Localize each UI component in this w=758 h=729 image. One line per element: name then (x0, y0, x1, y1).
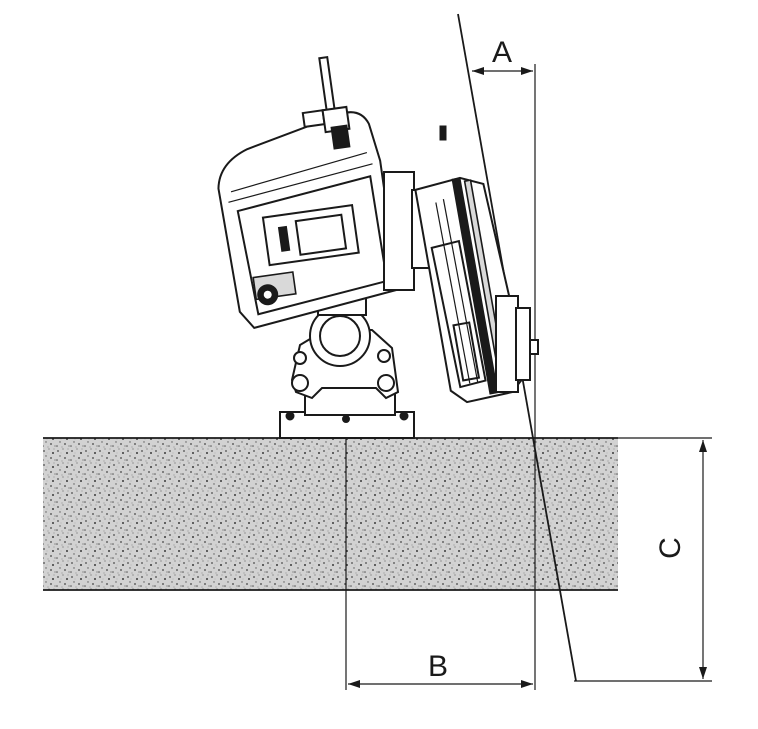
dim-a-label: A (492, 36, 512, 69)
dim-c-label: C (654, 537, 687, 559)
dim-b-label: B (428, 650, 448, 683)
dimension-b: B (345, 428, 536, 690)
concrete-slab (43, 437, 618, 591)
blade-flange (439, 125, 539, 393)
dimension-c: C (574, 437, 712, 682)
motor-housing (217, 55, 400, 330)
dimension-a: A (472, 36, 536, 438)
